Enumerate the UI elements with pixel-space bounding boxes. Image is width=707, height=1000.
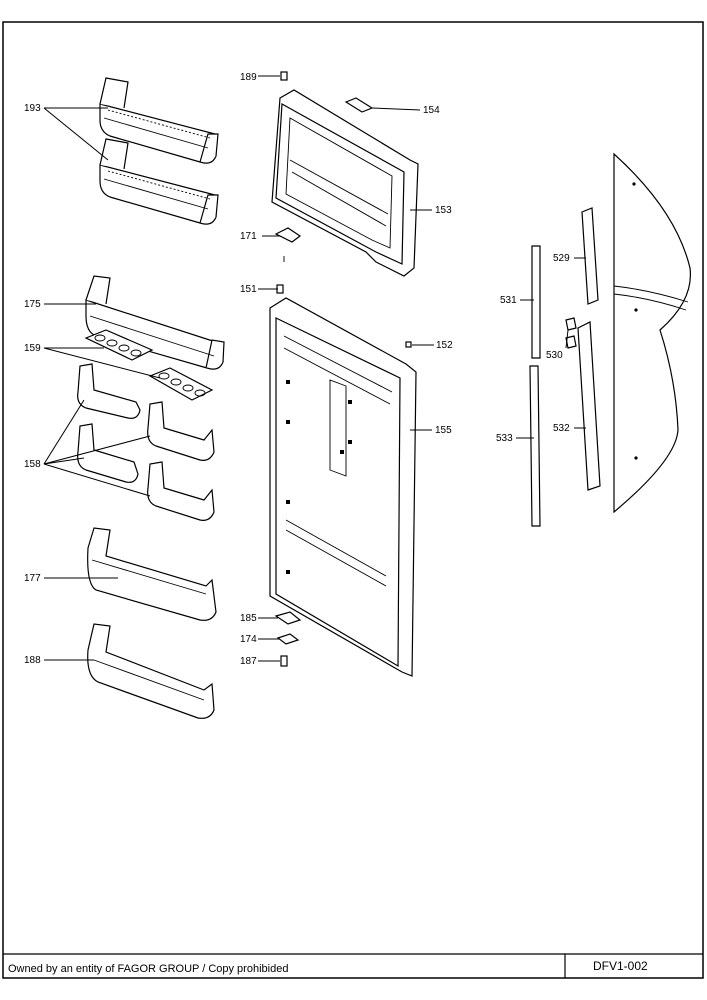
callout-159: 159: [24, 343, 41, 354]
plug-152: [405, 341, 412, 348]
callout-530: 530: [546, 350, 563, 361]
leader-lines: [43, 75, 586, 662]
freezer-door-153: [271, 89, 419, 277]
fridge-door-155: [269, 297, 417, 677]
callout-151: 151: [240, 284, 257, 295]
callout-158: 158: [24, 459, 41, 470]
small-bin-158-c: [77, 423, 139, 483]
small-bin-158-a: [77, 363, 141, 419]
egg-tray-159-left: [84, 329, 154, 361]
hinge-cover-532: [577, 321, 601, 491]
callout-177: 177: [24, 573, 41, 584]
callout-155: 155: [435, 425, 452, 436]
washer-174: [276, 633, 300, 645]
callout-185: 185: [240, 613, 257, 624]
small-bin-158-d: [147, 461, 215, 521]
callout-531: 531: [500, 295, 517, 306]
callout-529: 529: [553, 253, 570, 264]
hinge-171: [274, 227, 302, 262]
door-shelf-188: [87, 623, 215, 719]
small-bin-158-b: [147, 401, 215, 461]
door-shelf-193-lower: [99, 138, 219, 225]
ownership-notice: Owned by an entity of FAGOR GROUP / Copy…: [8, 963, 288, 975]
callout-533: 533: [496, 433, 513, 444]
callout-152: 152: [436, 340, 453, 351]
callout-174: 174: [240, 634, 257, 645]
gasket-strip-533: [529, 365, 541, 527]
cabinet-outline: [613, 152, 692, 514]
callout-175: 175: [24, 299, 41, 310]
callout-187: 187: [240, 656, 257, 667]
hinge-185: [274, 611, 302, 625]
egg-tray-159-right: [148, 367, 214, 401]
drawing-frame: [2, 21, 704, 979]
door-shelf-177: [87, 527, 217, 621]
screw-187: [280, 655, 288, 667]
callout-532: 532: [553, 423, 570, 434]
callout-189: 189: [240, 72, 257, 83]
door-shelf-175: [85, 275, 225, 370]
callout-154: 154: [423, 105, 440, 116]
screw-189: [280, 71, 288, 81]
gasket-strip-531: [531, 245, 541, 359]
hinge-cover-529: [581, 207, 599, 305]
callout-193: 193: [24, 103, 41, 114]
freezer-badge-154: [344, 97, 374, 113]
drawing-code: DFV1-002: [593, 959, 648, 973]
door-shelf-193-upper: [99, 77, 219, 164]
callout-171: 171: [240, 231, 257, 242]
callout-153: 153: [435, 205, 452, 216]
callout-188: 188: [24, 655, 41, 666]
bracket-530: [565, 317, 577, 349]
